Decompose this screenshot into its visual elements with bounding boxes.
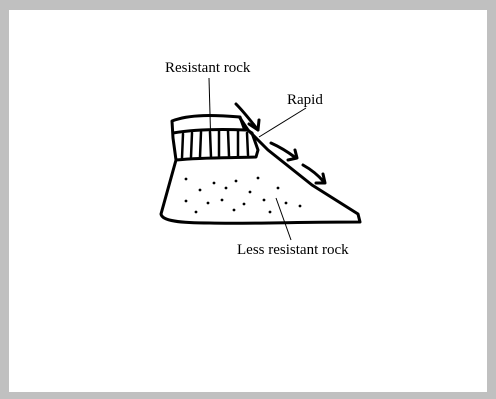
less-resistant-rock-dots (185, 177, 302, 214)
resistant-rock-hatching (182, 131, 248, 158)
flow-arrow-icon (271, 143, 297, 160)
label-rapid: Rapid (287, 93, 323, 108)
resistant-rock-cap (172, 116, 258, 160)
label-resistant-rock: Resistant rock (165, 61, 250, 76)
leader-less-resistant-rock (276, 198, 291, 240)
leader-rapid (259, 108, 306, 137)
label-less-resistant-rock: Less resistant rock (237, 243, 349, 258)
